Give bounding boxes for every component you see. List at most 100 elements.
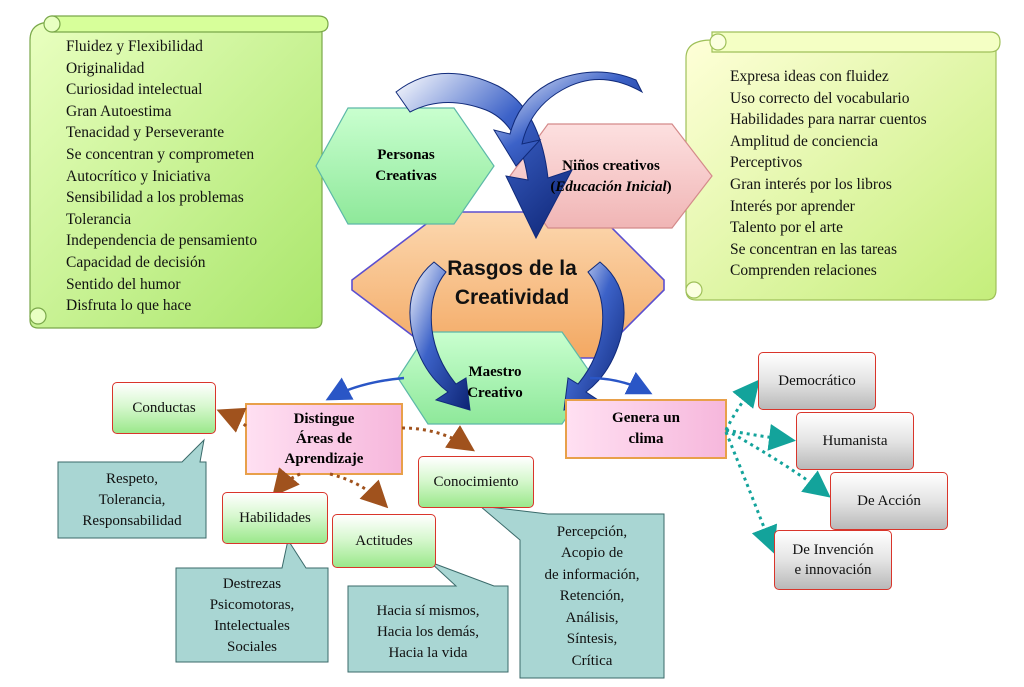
center-title: Rasgos de la Creatividad xyxy=(392,248,632,318)
right-scroll-list: Expresa ideas con fluidez Uso correcto d… xyxy=(730,66,927,282)
left-item: Capacidad de decisión xyxy=(66,253,206,271)
right-item: Amplitud de conciencia xyxy=(730,132,879,150)
genera-box xyxy=(565,399,727,459)
habilidades-callout-shape xyxy=(175,538,329,663)
ninos-line2: Educación Inicial xyxy=(555,179,667,195)
left-item: Sentido del humor xyxy=(66,275,181,293)
callout-line: Destrezas xyxy=(222,576,282,592)
genera-label: Genera un clima xyxy=(566,400,726,458)
invencion-box: De Invención e innovación xyxy=(774,530,892,590)
democratico-box: Democrático xyxy=(758,352,876,410)
callout-line: Respeto, xyxy=(105,470,159,487)
callout-line: Análisis, xyxy=(565,609,619,626)
genera-line1: Genera un xyxy=(612,410,680,426)
left-item: Tenacidad y Perseverante xyxy=(66,124,225,142)
maestro-line2: Creativo xyxy=(467,385,523,401)
right-scroll xyxy=(685,31,1001,301)
left-scroll-list: Fluidez y Flexibilidad Originalidad Curi… xyxy=(66,36,257,317)
right-item: Expresa ideas con fluidez xyxy=(730,68,889,85)
habilidades-callout: Destrezas Psicomotoras, Intelectuales So… xyxy=(176,572,328,660)
conductas-box: Conductas xyxy=(112,382,216,434)
center-line2: Creatividad xyxy=(454,286,570,309)
democratico-label: Democrático xyxy=(778,372,856,389)
distingue-line3: Aprendizaje xyxy=(284,451,364,467)
conductas-label: Conductas xyxy=(132,399,196,416)
left-item: Originalidad xyxy=(66,59,145,77)
dotted-to-democratico xyxy=(724,379,760,431)
callout-line: Hacia los demás, xyxy=(376,623,480,640)
dotted-to-humanista xyxy=(725,423,796,451)
left-item: Gran Autoestima xyxy=(66,102,172,120)
conductas-callout: Respeto, Tolerancia, Responsabilidad xyxy=(58,466,206,534)
left-item: Tolerancia xyxy=(66,210,132,228)
center-line1: Rasgos de la xyxy=(447,257,577,280)
callout-line: Crítica xyxy=(571,652,613,669)
left-item: Fluidez y Flexibilidad xyxy=(66,38,203,55)
genera-line2: clima xyxy=(628,431,664,447)
actitudes-callout: Hacia sí mismos, Hacia los demás, Hacia … xyxy=(348,596,508,668)
actitudes-callout-shape xyxy=(347,561,509,673)
callout-line: Percepción, xyxy=(556,524,628,541)
right-item: Perceptivos xyxy=(730,154,803,172)
right-item: Habilidades para narrar cuentos xyxy=(730,111,927,129)
ninos-line2-wrap: (Educación Inicial) xyxy=(550,179,672,195)
conocimiento-callout: Percepción, Acopio de de información, Re… xyxy=(520,520,664,674)
left-item: Disfruta lo que hace xyxy=(66,297,192,315)
accion-box: De Acción xyxy=(830,472,948,530)
maestro-label: Maestro Creativo xyxy=(440,358,550,408)
humanista-box: Humanista xyxy=(796,412,914,470)
distingue-line2: Áreas de xyxy=(296,431,352,447)
ninos-label: Niños creativos (Educación Inicial) xyxy=(520,154,702,200)
callout-line: Retención, xyxy=(559,588,625,605)
personas-hexagon xyxy=(315,107,495,225)
actitudes-box: Actitudes xyxy=(332,514,436,568)
ninos-line1: Niños creativos xyxy=(562,158,660,174)
dotted-to-actitudes xyxy=(329,472,389,509)
habilidades-label: Habilidades xyxy=(239,509,311,526)
dotted-to-invencion xyxy=(724,431,778,554)
dotted-to-habilidades xyxy=(272,467,301,497)
callout-line: Síntesis, xyxy=(566,631,618,648)
distingue-line1: Distingue xyxy=(293,411,355,427)
left-item: Se concentran y comprometen xyxy=(66,145,255,163)
actitudes-label: Actitudes xyxy=(355,532,413,549)
dotted-to-conocimiento xyxy=(401,425,475,452)
right-item: Se concentran en las tareas xyxy=(730,240,897,258)
conocimiento-box: Conocimiento xyxy=(418,456,534,508)
left-item: Autocrítico y Iniciativa xyxy=(66,167,211,185)
invencion-line2: e innovación xyxy=(794,562,872,578)
callout-line: Tolerancia, xyxy=(98,491,166,508)
callout-line: Acopio de xyxy=(560,545,624,562)
personas-line2: Creativas xyxy=(375,168,437,184)
left-scroll xyxy=(29,15,329,329)
curved-arrow-top-right xyxy=(492,71,644,167)
personas-label: Personas Creativas xyxy=(336,138,476,194)
dotted-to-accion xyxy=(725,428,831,498)
conductas-callout-shape xyxy=(57,438,207,539)
callout-line: Hacia sí mismos, xyxy=(376,602,480,619)
maestro-line1: Maestro xyxy=(468,364,522,380)
callout-line: Sociales xyxy=(227,639,277,655)
dotted-to-conductas xyxy=(216,407,247,433)
right-item: Uso correcto del vocabulario xyxy=(730,89,910,107)
humanista-label: Humanista xyxy=(822,432,888,449)
left-item: Independencia de pensamiento xyxy=(66,232,258,250)
callout-line: Responsabilidad xyxy=(82,512,182,529)
curved-arrow-center-left xyxy=(409,261,471,411)
callout-line: Intelectuales xyxy=(214,618,290,634)
right-item: Interés por aprender xyxy=(730,197,855,215)
invencion-line1: De Invención xyxy=(792,542,874,558)
distingue-box xyxy=(245,403,403,475)
arrow-to-distingue xyxy=(325,376,405,401)
habilidades-box: Habilidades xyxy=(222,492,328,544)
left-item: Curiosidad intelectual xyxy=(66,81,203,99)
callout-line: Psicomotoras, xyxy=(209,597,295,613)
callout-line: Hacia la vida xyxy=(388,644,468,661)
ninos-hexagon xyxy=(509,123,713,229)
personas-line1: Personas xyxy=(377,147,435,163)
arrow-to-genera xyxy=(589,371,653,395)
right-item: Comprenden relaciones xyxy=(730,262,877,280)
accion-label: De Acción xyxy=(857,492,921,509)
